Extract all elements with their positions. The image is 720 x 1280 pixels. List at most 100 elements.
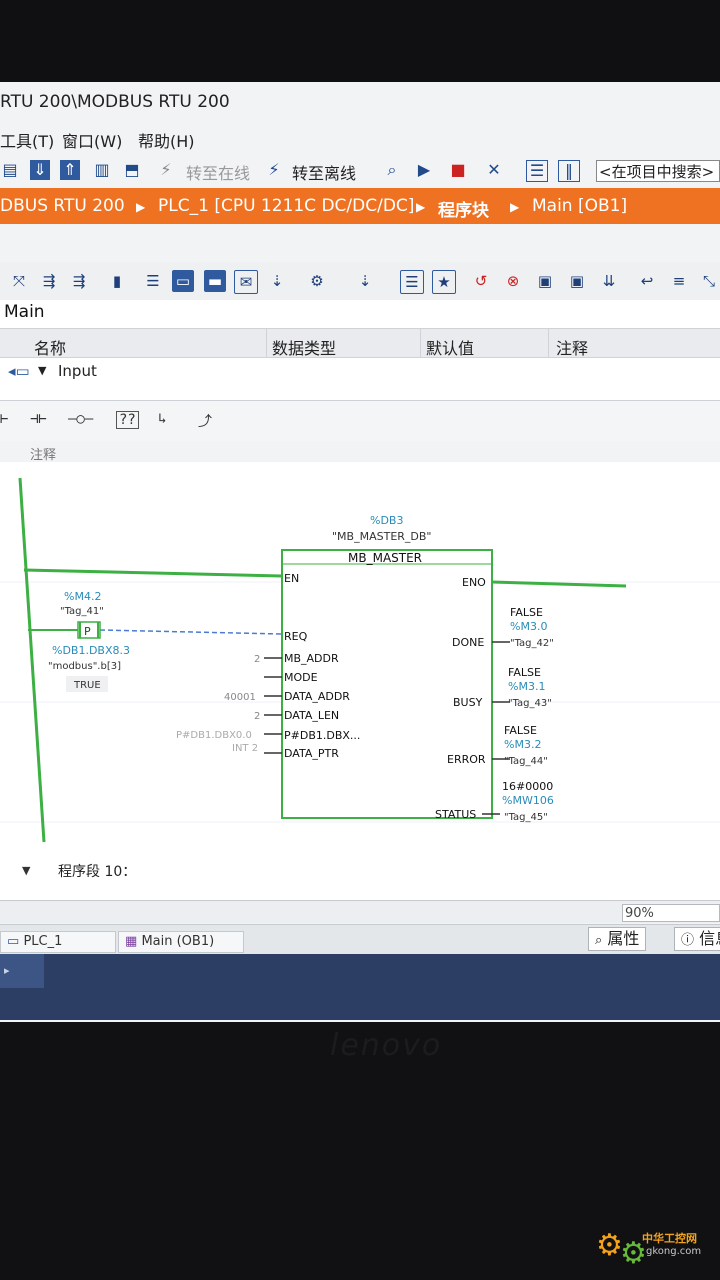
print-icon[interactable]: ▤ [2, 160, 18, 179]
snapshot-icon[interactable]: ▣ [537, 272, 553, 290]
network-rail-icon[interactable]: ⊢ [0, 411, 9, 427]
block-interface-panel: Main 名称 数据类型 默认值 注释 ◂▭ ▼ Input [0, 300, 720, 400]
busy-tag[interactable]: "Tag_43" [508, 698, 552, 709]
input-section-icon: ◂▭ [8, 362, 30, 380]
network-comment-label[interactable]: 注释 [30, 448, 57, 463]
data-ptr-value[interactable]: P#DB1.DBX... [284, 729, 360, 742]
req-contact-address[interactable]: %M4.2 [64, 590, 101, 603]
go-to-icon[interactable]: ↩ [640, 272, 654, 290]
done-value: FALSE [510, 606, 543, 619]
info-tab[interactable]: ⓘ 信息 [674, 927, 720, 951]
window-title: RTU 200\MODBUS RTU 200 [0, 92, 230, 112]
monitor-bezel-top [0, 0, 720, 82]
col-type[interactable]: 数据类型 [272, 339, 337, 358]
monitor-on-icon[interactable]: ⇊ [602, 272, 616, 290]
project-search-input[interactable]: <在项目中搜索> [596, 160, 720, 182]
edge-bit-address[interactable]: %DB1.DBX8.3 [52, 644, 130, 657]
delete-network-icon[interactable]: ⇶ [72, 272, 86, 290]
mb-addr-value[interactable]: 2 [254, 654, 260, 665]
download-icon[interactable]: ⇓ [30, 160, 50, 180]
mb-master-box[interactable] [281, 549, 493, 819]
interface-row-input[interactable]: ◂▭ ▼ Input [0, 358, 720, 384]
error-address[interactable]: %M3.2 [504, 738, 541, 751]
status-value: 16#0000 [502, 780, 553, 793]
go-online-button[interactable]: 转至在线 [186, 164, 251, 183]
go-offline-button[interactable]: 转至离线 [292, 164, 357, 183]
busy-address[interactable]: %M3.1 [508, 680, 545, 693]
start-cpu-icon[interactable]: ▶ [417, 160, 431, 179]
zoom-field[interactable]: 90% [622, 904, 720, 922]
breadcrumb-plc[interactable]: PLC_1 [CPU 1211C DC/DC/DC] [158, 196, 415, 216]
main-toolbar: ▤ ⇓ ⇑ ▥ ⬒ ⚡ 转至在线 ⚡ 转至离线 ⌕ ▶ ■ ✕ ☰ ‖ <在项目… [0, 154, 720, 188]
insert-network-icon[interactable]: ⇶ [42, 272, 56, 290]
info-label: 信息 [699, 929, 720, 948]
col-default[interactable]: 默认值 [426, 339, 475, 358]
error-tag[interactable]: "Tag_44" [504, 756, 548, 767]
col-name[interactable]: 名称 [34, 339, 67, 358]
empty-box-icon[interactable]: ?? [116, 411, 139, 429]
star-icon[interactable]: ★ [432, 270, 456, 294]
windows-taskbar: ▸ [0, 954, 720, 1020]
go-online-icon[interactable]: ⚡ [160, 160, 172, 179]
load-snapshot-icon[interactable]: ▣ [569, 272, 585, 290]
breadcrumb-block[interactable]: Main [OB1] [532, 196, 628, 216]
edge-bit-tag[interactable]: "modbus".b[3] [48, 661, 121, 672]
list-icon[interactable]: ≡ [672, 272, 686, 290]
pin-eno: ENO [462, 576, 486, 589]
status-address[interactable]: %MW106 [502, 794, 554, 807]
tia-portal-window: RTU 200\MODBUS RTU 200 工具(T) 窗口(W) 帮助(H)… [0, 82, 720, 1022]
status-tag[interactable]: "Tag_45" [504, 812, 548, 823]
menu-help[interactable]: 帮助(H) [138, 132, 195, 151]
done-tag[interactable]: "Tag_42" [510, 638, 554, 649]
stop-cpu-icon[interactable]: ■ [450, 160, 466, 179]
more-icon[interactable]: ⤡ [702, 272, 715, 290]
portal-view-button[interactable]: ▸ [0, 954, 44, 988]
split-vertical-icon[interactable]: ‖ [558, 160, 580, 182]
monitor-table-icon[interactable]: ☰ [400, 270, 424, 294]
properties-tab[interactable]: ⌕ 属性 [588, 927, 647, 951]
breadcrumb-separator: ▶ [136, 200, 146, 214]
compile-icon[interactable]: ⬒ [124, 160, 140, 179]
tab-plc[interactable]: ▭ PLC_1 [0, 931, 116, 953]
interface-icon[interactable]: ⤧ [12, 272, 25, 290]
close-branch-icon[interactable]: ⤴ [198, 414, 212, 430]
favorites-icon[interactable]: ⚙ [310, 272, 324, 290]
info-icon: ⓘ [681, 933, 695, 948]
menu-window[interactable]: 窗口(W) [62, 132, 123, 151]
data-addr-value[interactable]: 40001 [224, 692, 256, 703]
comments-icon[interactable]: ✉ [234, 270, 258, 294]
col-comment[interactable]: 注释 [556, 339, 589, 358]
split-horizontal-icon[interactable]: ☰ [526, 160, 548, 182]
coil-icon[interactable]: —○— [68, 411, 94, 427]
positive-edge-contact[interactable] [77, 621, 101, 639]
edge-bit-value: TRUE [73, 680, 101, 691]
go-offline-icon[interactable]: ⚡ [268, 160, 280, 179]
pin-error: ERROR [447, 753, 486, 766]
req-contact-tag[interactable]: "Tag_41" [60, 606, 104, 617]
breakpoint-icon[interactable]: ↺ [474, 272, 488, 290]
open-all-icon[interactable]: ▭ [172, 270, 194, 292]
breadcrumb-project[interactable]: DBUS RTU 200 [0, 196, 125, 216]
next-network-title[interactable]: 程序段 10： [58, 864, 136, 880]
done-address[interactable]: %M3.0 [510, 620, 547, 633]
open-branch-icon[interactable]: ↳ [158, 411, 167, 427]
breadcrumb-blocks[interactable]: 程序块 [438, 201, 489, 221]
accessible-devices-icon[interactable]: ⌕ [387, 160, 397, 179]
absolute-address-icon[interactable]: ⇣ [270, 272, 284, 290]
no-contact-icon[interactable]: ⊣⊢ [30, 411, 47, 427]
pin-busy: BUSY [453, 696, 483, 709]
clear-breakpoint-icon[interactable]: ⊗ [506, 272, 520, 290]
breadcrumb-separator: ▶ [510, 200, 520, 214]
menu-tools[interactable]: 工具(T) [0, 132, 55, 151]
network-collapse-icon[interactable]: ▼ [22, 864, 31, 877]
block-icon[interactable]: ▮ [112, 272, 122, 290]
data-len-value[interactable]: 2 [254, 711, 260, 722]
upload-icon[interactable]: ⇑ [60, 160, 80, 180]
tag-info-icon[interactable]: ⇣ [358, 272, 372, 290]
cross-reference-icon[interactable]: ✕ [487, 160, 501, 179]
network-list-icon[interactable]: ☰ [146, 272, 160, 290]
expand-arrow-icon[interactable]: ▼ [38, 364, 47, 377]
close-all-icon[interactable]: ▬ [204, 270, 226, 292]
tab-main-ob1[interactable]: ▦ Main (OB1) [118, 931, 244, 953]
device-icon[interactable]: ▥ [94, 160, 110, 179]
